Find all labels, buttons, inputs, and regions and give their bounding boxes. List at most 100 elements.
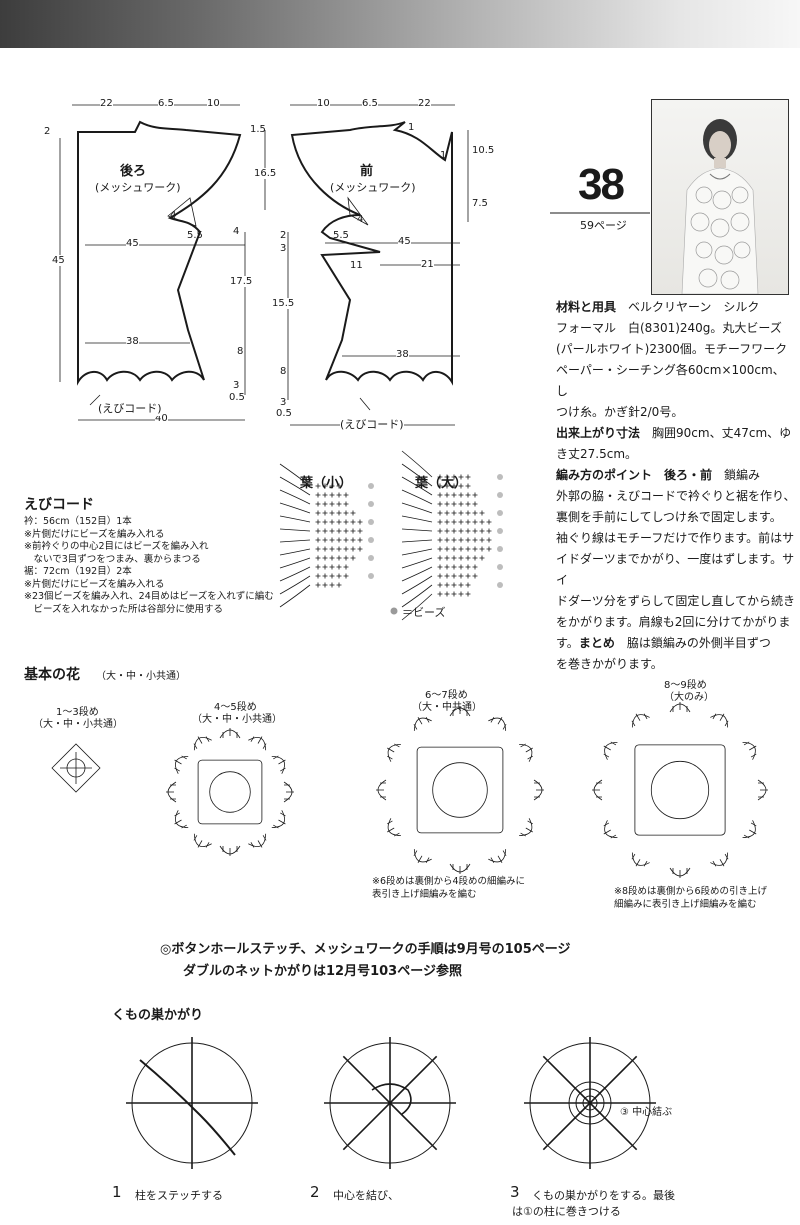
note-row-6-line-1: ※6段めは裏側から4段めの細編みに xyxy=(372,876,526,887)
step-3-text: くもの巣かがりをする。最後 xyxy=(532,1189,675,1202)
ebi-note-7: ※23個ビーズを編み入れ、24目めはビーズを入れずに編む xyxy=(24,591,274,602)
front-dim-3b: 3 xyxy=(280,397,287,408)
finished-size-line-1: 胸囲90cm、丈47cm、ゆ xyxy=(652,426,792,440)
spider-title: くもの巣かがり xyxy=(112,1008,204,1023)
bead-legend-label: ＝ビーズ xyxy=(402,606,446,619)
materials-line-2: フォーマル 白(8301)240g。丸大ビーズ xyxy=(556,321,782,335)
ebi-note-6: ※片側だけにビーズを編み入れる xyxy=(24,578,165,590)
stage-4-rows: 8〜9段め xyxy=(664,680,707,691)
reference-line-1: ◎ボタンホールステッチ、メッシュワークの手順は9月号の105ページ xyxy=(160,942,571,957)
reference-line-2: ダブルのネットかがりは12月号103ページ参照 xyxy=(183,964,462,979)
back-dim-4-right: 4 xyxy=(233,226,240,237)
front-dim-38: 38 xyxy=(396,349,409,360)
ebi-note-8: ビーズを入れなかった所は谷部分に使用する xyxy=(24,603,224,615)
page-top-bar xyxy=(0,0,800,48)
ebi-note-1: 衿：56cm（152目）1本 xyxy=(24,516,132,527)
front-dim-1a: 1 xyxy=(408,122,415,133)
leaf-large-title: 葉（大） xyxy=(415,476,468,491)
back-dim-8: 8 xyxy=(237,346,244,357)
ebi-cord-notes: 衿：56cm（152目）1本 ※片側だけにビーズを編み入れる ※前衿ぐりの中心2… xyxy=(24,516,274,616)
back-dim-0-5: 0.5 xyxy=(229,392,245,403)
note-row-8-line-1: ※8段めは裏側から6段めの引き上げ xyxy=(614,886,768,897)
leaf-small-title: 葉（小） xyxy=(300,476,353,491)
front-dim-15-5: 15.5 xyxy=(272,298,295,309)
step-2-number: 2 xyxy=(310,1183,320,1201)
front-dim-10-5: 10.5 xyxy=(472,145,495,156)
materials-line-1: ベルクリヤーン シルク xyxy=(628,300,760,314)
pattern-page-ref: 59ページ xyxy=(580,219,627,232)
materials-block: 材料と用具 ベルクリヤーン シルク フォーマル 白(8301)240g。丸大ビー… xyxy=(556,297,796,675)
step-2-text: 中心を結び、 xyxy=(333,1189,399,1202)
step-1-number: 1 xyxy=(112,1183,122,1201)
front-dim-10: 10 xyxy=(317,98,330,109)
stage-1-rows: 1〜3段め xyxy=(56,707,99,718)
back-dim-38: 38 xyxy=(126,336,139,347)
model-photo xyxy=(651,99,789,295)
back-ebi-cord-label: (えびコード) xyxy=(98,400,162,416)
note-row-6-line-2: 表引き上げ細編みを編む xyxy=(372,888,477,900)
front-dim-45: 45 xyxy=(398,236,411,247)
points-line-3: 裏側を手前にしてしつけ糸で固定します。 xyxy=(556,510,782,524)
points-line-5: イドダーツまでかがり、一度はずします。サイ xyxy=(556,552,795,587)
ebi-note-4: ないで3目ずつをつまみ、裏からまつる xyxy=(24,553,201,565)
ebi-note-2: ※片側だけにビーズを編み入れる xyxy=(24,528,165,540)
note-row-6: ※6段めは裏側から4段めの細編みに 表引き上げ細編みを編む xyxy=(372,876,525,901)
points-line-4: 袖ぐり線はモチーフだけで作ります。前はサ xyxy=(556,531,795,545)
front-dim-11: 11 xyxy=(350,260,363,271)
points-line-7: をかがります。肩線も2回に分けてかがりま xyxy=(556,615,791,629)
front-dim-5-5: 5.5 xyxy=(333,230,349,241)
materials-label: 材料と用具 xyxy=(556,300,617,314)
points-line-2: 外郭の脇・えびコードで衿ぐりと裾を作り、 xyxy=(556,489,796,503)
front-mesh-label: (メッシュワーク) xyxy=(330,181,416,194)
note-row-8: ※8段めは裏側から6段めの引き上げ 細編みに表引き上げ細編みを編む xyxy=(614,886,767,911)
center-tie-label: ③ 中心結ぶ xyxy=(620,1107,673,1118)
flower-subtitle: （大・中・小共通） xyxy=(96,671,186,682)
stage-3-size: （大・中共通） xyxy=(412,702,482,713)
front-dim-2: 2 xyxy=(280,230,287,241)
back-dim-22: 22 xyxy=(100,98,113,109)
materials-line-4: ペーパー・シーチング各60cm×100cm、し xyxy=(556,363,785,398)
back-dim-10: 10 xyxy=(207,98,220,109)
finishing-line-2: を巻きかがります。 xyxy=(556,657,663,671)
back-dim-2: 2 xyxy=(44,126,51,137)
front-dim-3a: 3 xyxy=(280,243,287,254)
materials-line-5: つけ糸。かぎ針2/0号。 xyxy=(556,405,684,419)
back-dim-45: 45 xyxy=(126,238,139,249)
finishing-label: まとめ xyxy=(578,636,615,650)
points-line-6: ドダーツ分をずらして固定し直してから続き xyxy=(556,594,796,608)
back-dim-17-5: 17.5 xyxy=(230,276,253,287)
points-line-8: す。 xyxy=(556,636,579,650)
back-dim-45-left: 45 xyxy=(52,255,65,266)
ebi-note-5: 裾：72cm（192目）2本 xyxy=(24,566,132,577)
front-title: 前 xyxy=(360,164,374,179)
flower-title: 基本の花 xyxy=(24,667,80,683)
points-label: 編み方のポイント 後ろ・前 xyxy=(556,468,713,482)
front-dim-0-5: 0.5 xyxy=(276,408,292,419)
front-dim-7-5: 7.5 xyxy=(472,198,488,209)
step-1-text: 柱をステッチする xyxy=(135,1189,223,1202)
stage-2-size: （大・中・小共通） xyxy=(192,714,282,725)
front-dim-21: 21 xyxy=(421,259,434,270)
points-line-1: 鎖編み xyxy=(724,468,761,482)
ebi-note-3: ※前衿ぐりの中心2目にはビーズを編み入れ xyxy=(24,541,209,552)
back-dim-16-5: 16.5 xyxy=(254,168,277,179)
step-3-number: 3 xyxy=(510,1183,520,1201)
back-dim-6-5: 6.5 xyxy=(158,98,174,109)
stage-4-size: （大のみ） xyxy=(664,692,714,703)
stage-1-size: （大・中・小共通） xyxy=(33,719,123,730)
finished-size-line-2: き丈27.5cm。 xyxy=(556,447,638,461)
note-row-8-line-2: 細編みに表引き上げ細編みを編む xyxy=(614,898,757,910)
pattern-number: 38 xyxy=(578,160,625,209)
materials-line-3: (パールホワイト)2300個。モチーフワーク xyxy=(556,342,788,356)
back-mesh-label: (メッシュワーク) xyxy=(95,181,181,194)
ebi-cord-title: えびコード xyxy=(24,497,94,513)
back-dim-1-5: 1.5 xyxy=(250,124,266,135)
front-dim-22: 22 xyxy=(418,98,431,109)
back-dim-40: 40 xyxy=(155,413,168,424)
back-dim-4: 4 xyxy=(170,210,177,221)
stage-2-rows: 4〜5段め xyxy=(214,702,257,713)
back-dim-3: 3 xyxy=(233,380,240,391)
front-ebi-cord-label: (えびコード) xyxy=(340,416,404,432)
front-dim-4: 4 xyxy=(357,214,364,225)
front-dim-6-5: 6.5 xyxy=(362,98,378,109)
